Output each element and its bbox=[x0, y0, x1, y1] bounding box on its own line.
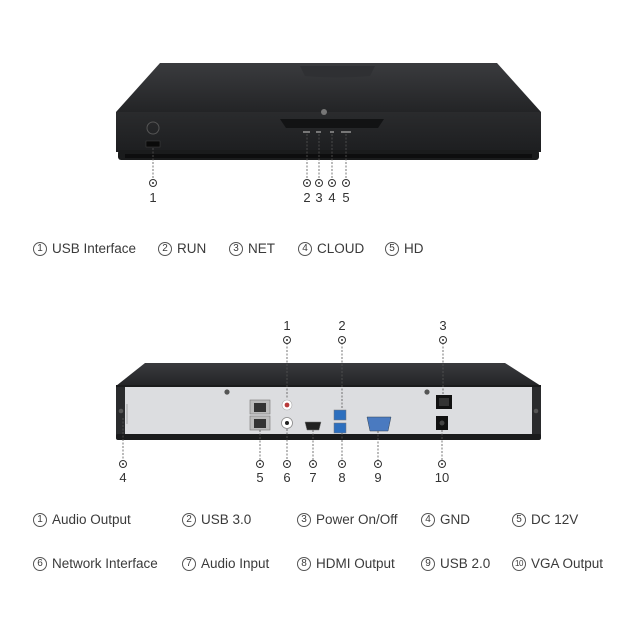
legend-number: 4 bbox=[421, 512, 435, 527]
rear-callout-5: 5 bbox=[256, 470, 264, 485]
legend-number: 1 bbox=[33, 241, 47, 256]
legend-label: Network Interface bbox=[52, 556, 158, 571]
rear-callout-2: 2 bbox=[338, 318, 346, 333]
rear-legend-item-4: 4 GND bbox=[421, 512, 470, 527]
front-callout-1: 1 bbox=[149, 190, 157, 205]
front-nvr bbox=[116, 63, 541, 178]
power-button-icon bbox=[146, 121, 160, 135]
front-callout-4: 4 bbox=[328, 190, 336, 205]
front-callout-pin-5 bbox=[342, 179, 350, 187]
legend-label: USB 2.0 bbox=[440, 556, 491, 571]
legend-number: 6 bbox=[33, 556, 47, 571]
rear-legend-item-8: 8 HDMI Output bbox=[297, 556, 395, 571]
front-legend-item-4: 4 CLOUD bbox=[298, 241, 364, 256]
rear-callout-pin-5 bbox=[256, 460, 264, 468]
legend-label: HD bbox=[404, 241, 424, 256]
rear-callout-7: 7 bbox=[309, 470, 317, 485]
legend-number: 5 bbox=[385, 241, 399, 256]
legend-label: RUN bbox=[177, 241, 207, 256]
legend-label: CLOUD bbox=[317, 241, 365, 256]
front-callout-pin-4 bbox=[328, 179, 336, 187]
rear-callout-6: 6 bbox=[283, 470, 291, 485]
rear-callout-pin-9 bbox=[374, 460, 382, 468]
rear-legend-item-10: 10 VGA Output bbox=[512, 556, 603, 571]
rear-callout-1: 1 bbox=[283, 318, 291, 333]
front-legend-item-5: 5 HD bbox=[385, 241, 424, 256]
legend-number: 3 bbox=[297, 512, 311, 527]
hdmi-port-icon bbox=[304, 421, 322, 431]
legend-number: 10 bbox=[512, 556, 526, 571]
legend-number: 5 bbox=[512, 512, 526, 527]
legend-label: Power On/Off bbox=[316, 512, 398, 527]
fs-logo-icon bbox=[321, 109, 327, 115]
usb-port-icon bbox=[145, 140, 161, 148]
legend-number: 3 bbox=[229, 241, 243, 256]
legend-label: HDMI Output bbox=[316, 556, 395, 571]
front-callout-pin-3 bbox=[315, 179, 323, 187]
front-callout-pin-1 bbox=[149, 179, 157, 187]
usb3-ports-icon bbox=[333, 409, 347, 434]
legend-number: 1 bbox=[33, 512, 47, 527]
legend-number: 4 bbox=[298, 241, 312, 256]
legend-label: Audio Output bbox=[52, 512, 131, 527]
rear-callout-pin-1 bbox=[283, 336, 291, 344]
rear-callout-pin-6 bbox=[283, 460, 291, 468]
legend-label: DC 12V bbox=[531, 512, 579, 527]
rear-legend-item-1: 1 Audio Output bbox=[33, 512, 131, 527]
rear-callout-10: 10 bbox=[434, 470, 450, 485]
rear-callout-8: 8 bbox=[338, 470, 346, 485]
rear-legend-item-6: 6 Network Interface bbox=[33, 556, 158, 571]
rear-legend-item-2: 2 USB 3.0 bbox=[182, 512, 251, 527]
front-callout-2: 2 bbox=[303, 190, 311, 205]
rear-callout-pin-2 bbox=[338, 336, 346, 344]
rear-callout-3: 3 bbox=[439, 318, 447, 333]
rear-legend-item-9: 9 USB 2.0 bbox=[421, 556, 490, 571]
legend-label: Audio Input bbox=[201, 556, 270, 571]
front-legend-item-2: 2 RUN bbox=[158, 241, 206, 256]
legend-label: GND bbox=[440, 512, 470, 527]
rear-legend-item-5: 5 DC 12V bbox=[512, 512, 578, 527]
legend-label: USB 3.0 bbox=[201, 512, 252, 527]
front-callout-pin-2 bbox=[303, 179, 311, 187]
legend-number: 2 bbox=[158, 241, 172, 256]
legend-label: VGA Output bbox=[531, 556, 604, 571]
rear-nvr bbox=[116, 343, 541, 461]
rear-callout-pin-3 bbox=[439, 336, 447, 344]
front-legend-item-3: 3 NET bbox=[229, 241, 275, 256]
legend-label: USB Interface bbox=[52, 241, 137, 256]
vga-port-icon bbox=[366, 416, 392, 432]
rear-callout-9: 9 bbox=[374, 470, 382, 485]
rear-callout-pin-4 bbox=[119, 460, 127, 468]
network-ports-icon bbox=[249, 399, 271, 431]
front-legend-item-1: 1 USB Interface bbox=[33, 241, 136, 256]
rear-callout-pin-8 bbox=[338, 460, 346, 468]
legend-number: 9 bbox=[421, 556, 435, 571]
rear-callout-4: 4 bbox=[119, 470, 127, 485]
rear-legend-item-3: 3 Power On/Off bbox=[297, 512, 398, 527]
front-callout-5: 5 bbox=[342, 190, 350, 205]
legend-number: 2 bbox=[182, 512, 196, 527]
rear-legend-item-7: 7 Audio Input bbox=[182, 556, 269, 571]
legend-label: NET bbox=[248, 241, 275, 256]
rear-callout-pin-10 bbox=[438, 460, 446, 468]
legend-number: 8 bbox=[297, 556, 311, 571]
rear-callout-pin-7 bbox=[309, 460, 317, 468]
legend-number: 7 bbox=[182, 556, 196, 571]
front-callout-3: 3 bbox=[315, 190, 323, 205]
